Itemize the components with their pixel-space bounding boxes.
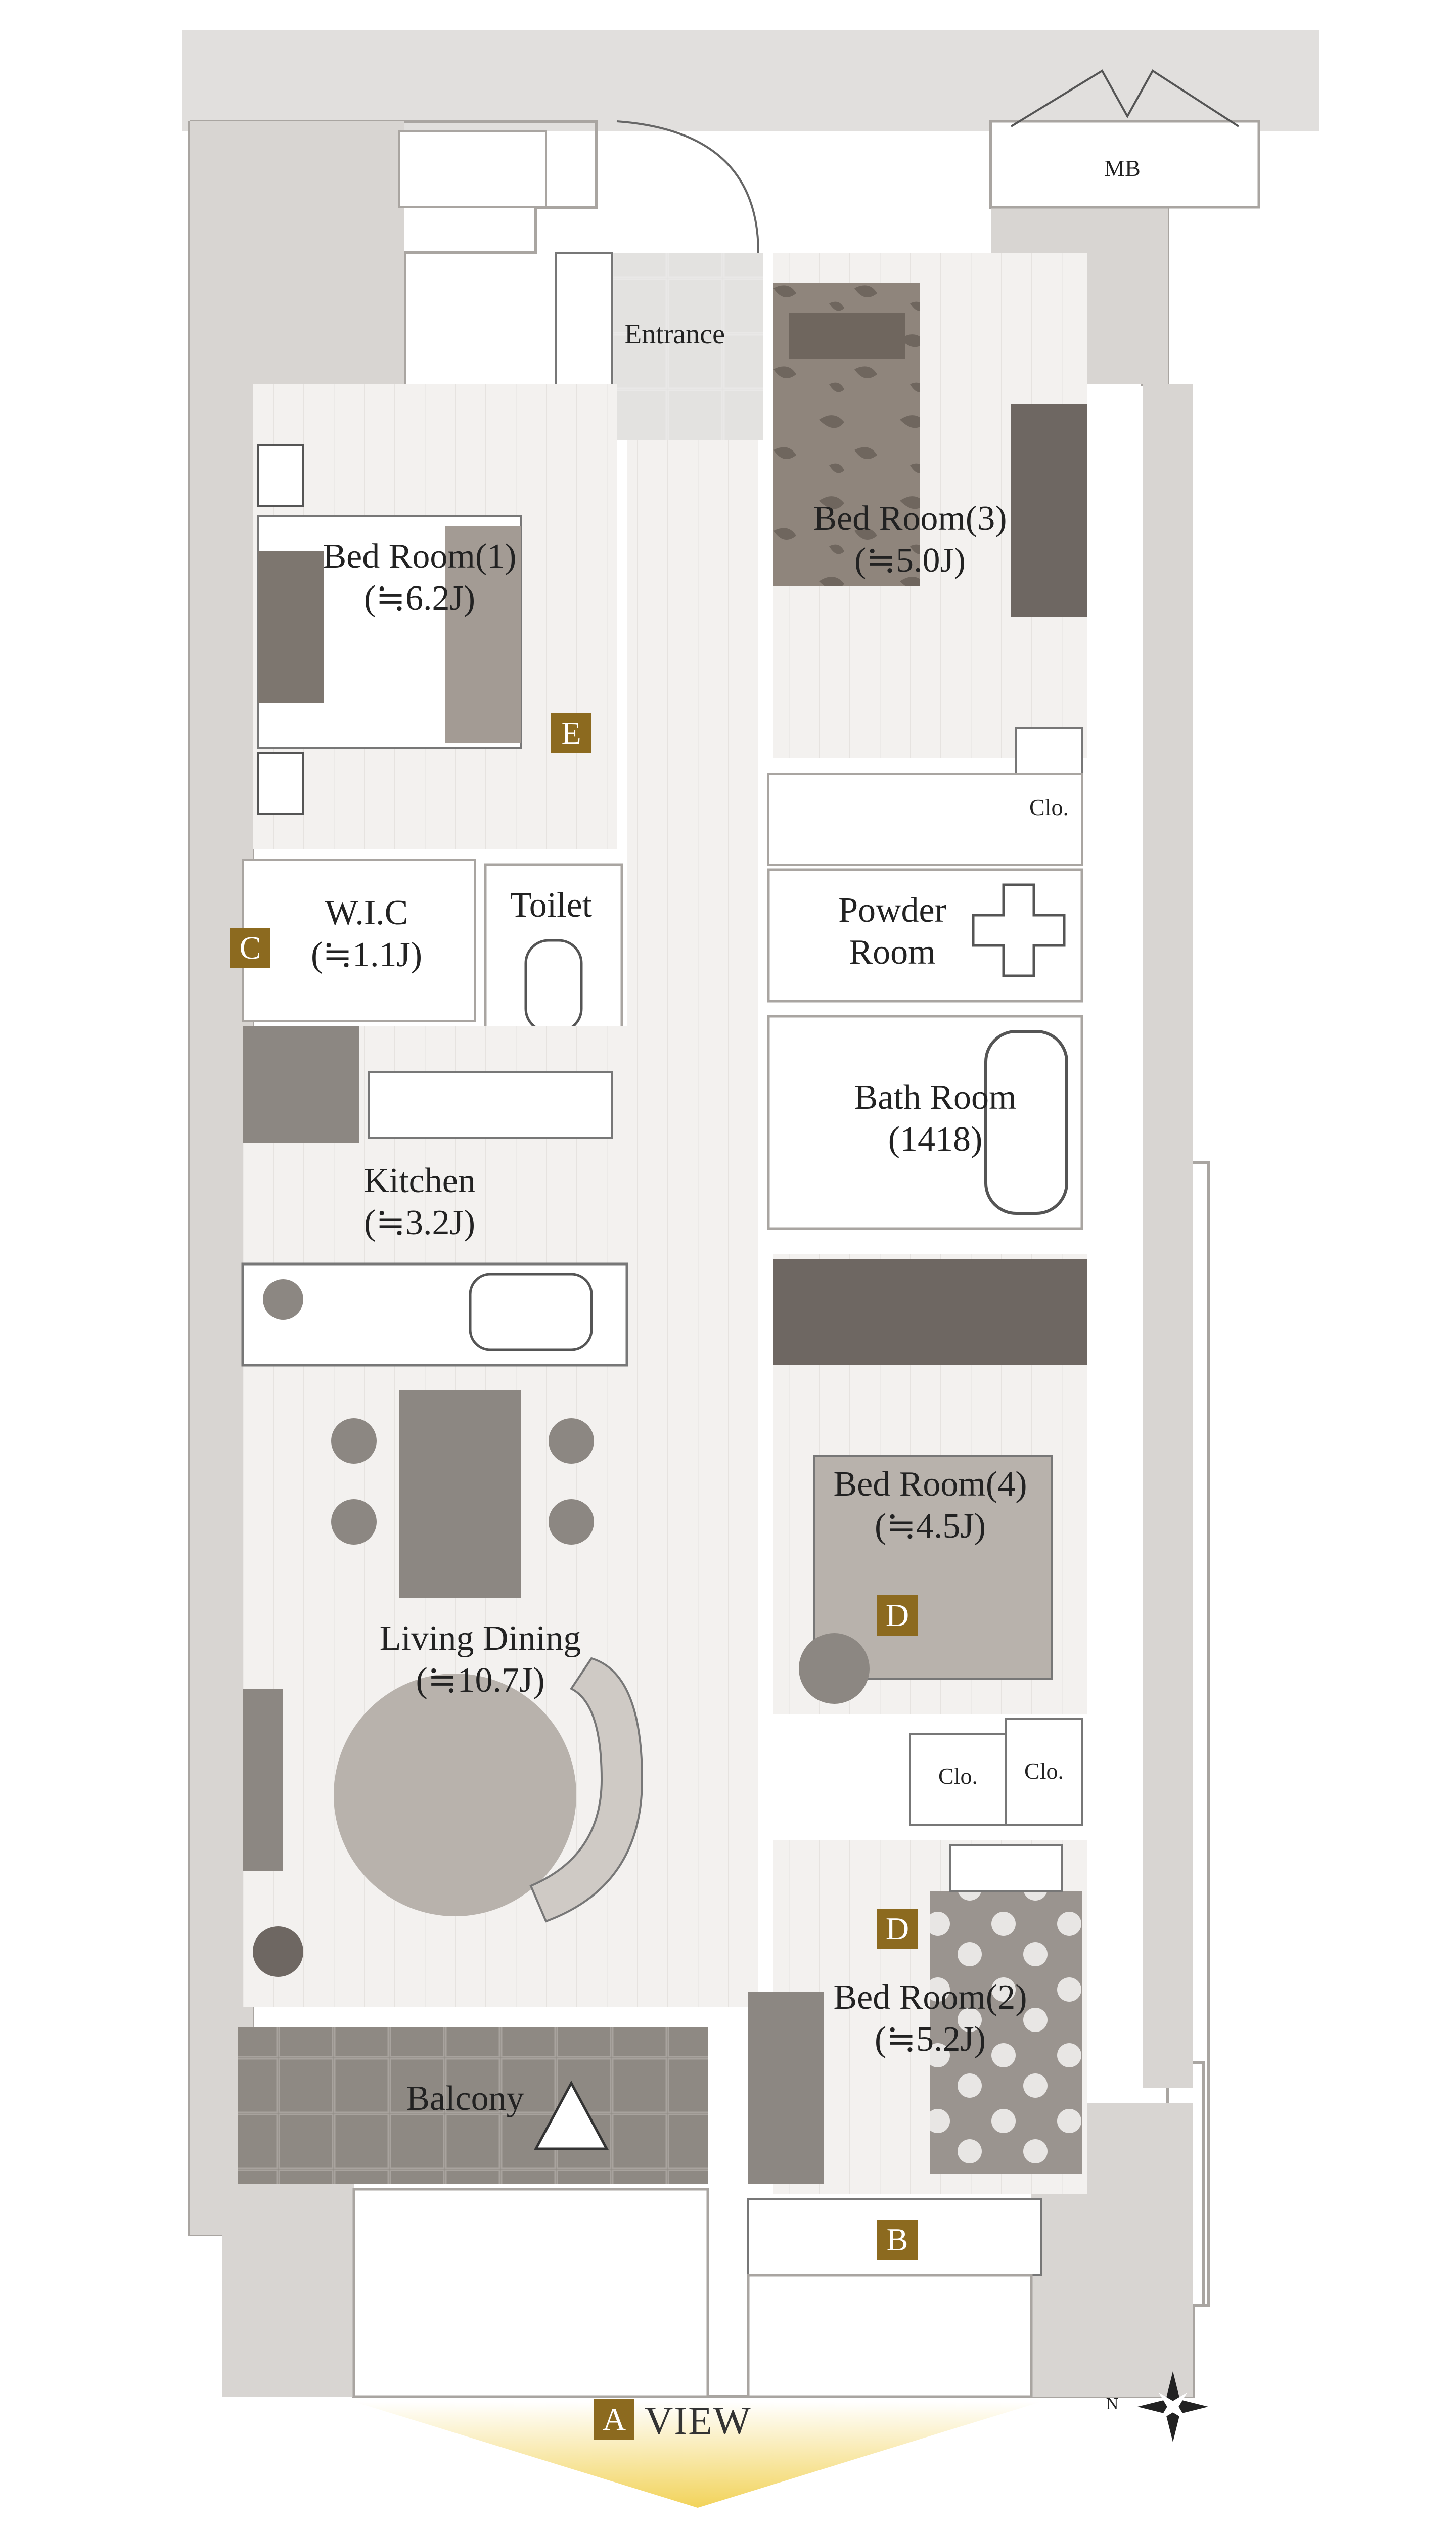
bed2-bed-icon (930, 1891, 1082, 2174)
balcony-hatch-icon (533, 2080, 609, 2150)
alcove (398, 130, 547, 208)
nightstand-bottom (257, 752, 304, 815)
rug-icon (334, 1674, 576, 1916)
back-counter (368, 1071, 613, 1139)
bed2-desk (748, 1992, 824, 2184)
stove-icon (263, 1279, 303, 1320)
badge-d-bed2: D (877, 1909, 918, 1949)
compass-north-label: N (1106, 2395, 1119, 2413)
kitchen-name: Kitchen (363, 1161, 476, 1200)
chair-icon (331, 1418, 377, 1464)
roof-band (182, 30, 1320, 131)
bed4-size: (≒4.5J) (874, 1506, 986, 1546)
mb-box (989, 120, 1260, 209)
left-wall (190, 121, 253, 2235)
bed2-name: Bed Room(2) (833, 1978, 1027, 2017)
bed2-balcony-rail (747, 2274, 1033, 2398)
badge-a: A (594, 2399, 634, 2440)
bath-name: Bath Room (854, 1078, 1017, 1117)
balcony-railing (352, 2188, 709, 2398)
kitchen-size: (≒3.2J) (363, 1203, 475, 1242)
clo-left (909, 1733, 1007, 1826)
bed1-size: (≒6.2J) (363, 578, 475, 618)
balcony (238, 2027, 708, 2184)
wic-name: W.I.C (325, 893, 408, 932)
bed3-pillow (789, 313, 905, 359)
sofa-icon (529, 1657, 644, 1923)
mb-door-icon (1010, 69, 1240, 127)
balcony-label: Balcony (406, 2079, 524, 2118)
armchair-icon (799, 1633, 870, 1704)
bed1-pillows (258, 551, 324, 703)
clo-right (1005, 1718, 1083, 1826)
dining-table-icon (399, 1390, 521, 1598)
kitchen-sink-icon (469, 1273, 593, 1351)
bath-size: (1418) (888, 1119, 983, 1159)
bed3-name: Bed Room(3) (813, 499, 1007, 538)
refrigerator-icon (243, 1026, 359, 1143)
bed2-pillow (949, 1844, 1063, 1892)
chair-2 (331, 1499, 377, 1545)
badge-e: E (551, 713, 592, 753)
compass-rose-icon (1138, 2371, 1208, 2442)
living-label: Living Dining (≒10.7J) (354, 1618, 607, 1701)
wic-label: W.I.C (≒1.1J) (283, 892, 450, 976)
toilet-label: Toilet (510, 886, 593, 925)
top-left-wall (253, 121, 404, 384)
wic-floor (242, 859, 476, 1022)
bed3-label: Bed Room(3) (≒5.0J) (789, 498, 1031, 581)
clo-mid-left-label: Clo. (938, 1763, 978, 1789)
bed4-desk (774, 1259, 1087, 1365)
bed2-label: Bed Room(2) (≒5.2J) (809, 1977, 1052, 2060)
chair-4 (549, 1499, 594, 1545)
badge-c: C (230, 928, 270, 968)
kitchen-label: Kitchen (≒3.2J) (334, 1160, 506, 1244)
view-label: VIEW (645, 2399, 752, 2443)
bed4-name: Bed Room(4) (833, 1465, 1027, 1504)
bed3-size: (≒5.0J) (854, 540, 966, 580)
mb-label: MB (1104, 155, 1141, 181)
bathtub-icon (984, 1030, 1068, 1215)
powder-line2: Room (849, 932, 936, 972)
tv-icon (243, 1689, 283, 1871)
plant-icon (253, 1926, 303, 1977)
powder-line1: Powder (838, 891, 946, 930)
sink-icon (972, 883, 1066, 977)
entrance-label: Entrance (624, 319, 725, 350)
wic-size: (≒1.1J) (310, 935, 422, 974)
chair-3 (549, 1418, 594, 1464)
bed2-size: (≒5.2J) (874, 2019, 986, 2059)
clo-top-label: Clo. (1029, 794, 1069, 820)
bed4-label: Bed Room(4) (≒4.5J) (809, 1464, 1052, 1547)
living-size: (≒10.7J) (416, 1660, 545, 1700)
toilet-icon (524, 939, 583, 1033)
laundry-area (767, 773, 1083, 866)
clo-mid-right-label: Clo. (1024, 1758, 1064, 1784)
bed1-blanket (445, 526, 521, 743)
powder-label: Powder Room (809, 890, 976, 973)
badge-b: B (877, 2220, 918, 2260)
bed1-label: Bed Room(1) (≒6.2J) (298, 536, 541, 619)
view-arrow-icon (354, 2402, 1041, 2508)
entrance-door-swing (616, 120, 759, 253)
right-wall (1143, 384, 1193, 2088)
bed1-name: Bed Room(1) (323, 537, 517, 576)
nightstand-top (257, 444, 304, 507)
badge-d-bed4: D (877, 1595, 918, 1636)
desk-icon (1011, 404, 1087, 617)
bath-label: Bath Room (1418) (834, 1077, 1036, 1160)
living-name: Living Dining (379, 1619, 581, 1658)
